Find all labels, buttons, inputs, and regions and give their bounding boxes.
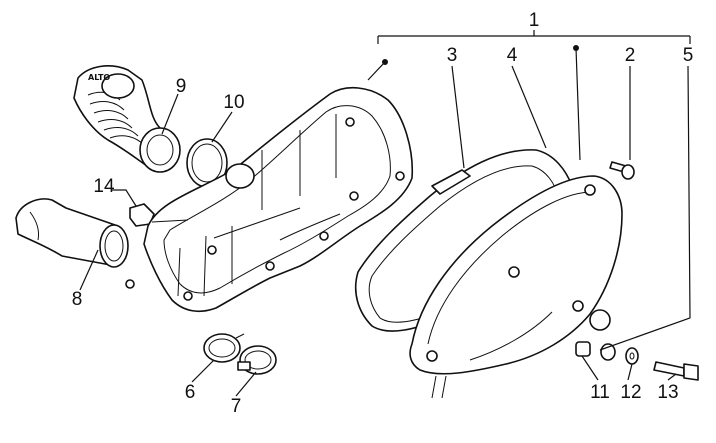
intake-duct: ALTO [73,65,181,173]
inlet-tube [15,198,129,268]
leader-lines [79,30,691,397]
callout-9: 9 [176,76,187,97]
callout-3: 3 [447,45,458,66]
spring-clamp [203,333,245,363]
callout-10: 10 [223,92,244,113]
callout-13: 13 [657,382,678,403]
filter-cover [409,175,623,399]
callout-7: 7 [231,396,242,417]
callout-5: 5 [683,45,694,66]
callout-8: 8 [72,289,83,310]
callout-4: 4 [507,45,518,66]
callout-12: 12 [620,382,641,403]
bolt [653,361,699,381]
washer [625,347,639,365]
spacer-bushing [575,341,616,361]
screw [609,161,635,180]
callout-2: 2 [625,45,636,66]
worm-clamp [237,345,277,375]
duct-marking: ALTO [88,73,110,82]
callout-11: 11 [590,382,610,403]
callout-14: 14 [93,176,115,197]
airbox-housing [125,86,414,313]
callout-6: 6 [185,382,196,403]
callout-labels: 1 2 3 4 5 6 7 8 9 10 11 12 13 14 [72,10,694,417]
callout-1: 1 [529,10,540,31]
